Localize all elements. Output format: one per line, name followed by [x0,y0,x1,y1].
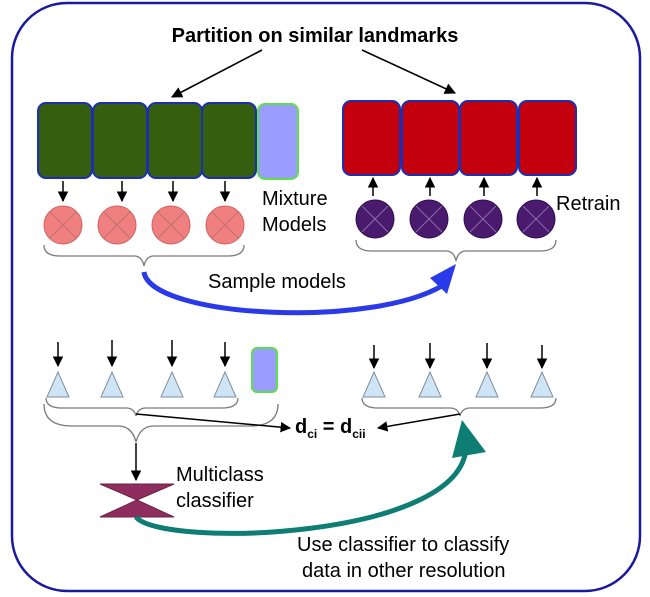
use-classifier-label-line1: Use classifier to classify [297,534,509,556]
lower-right-input-arrows [368,343,548,370]
sample-models-arrow [141,271,450,316]
lower-left-outer-brace [43,403,279,443]
hourglass-icon [99,483,175,518]
mixture-label-line2: Models [262,214,326,236]
use-classifier-arrowhead [452,420,486,458]
title: Partition on similar landmarks [172,25,459,47]
equation-left-sub: ci [307,427,317,441]
triangle-icon [100,370,124,398]
green-block [37,102,93,179]
equation-right-sub: cii [352,427,365,441]
green-block [92,102,148,179]
left-circle-brace [43,244,245,267]
lower-right-triangles [362,370,554,398]
retrain-label: Retrain [556,193,620,215]
equation-right: d [340,416,352,438]
title-arrow-right [361,49,457,94]
triangle-icon [213,370,237,398]
green-to-circle-arrows [57,181,231,203]
left-to-equation-arrow [135,413,292,433]
crossed-circle-icon [97,205,137,245]
triangle-icon [530,370,554,398]
sample-models-label: Sample models [208,271,346,293]
crossed-circle-icon [151,205,191,245]
green-block [147,102,203,179]
red-block [342,100,401,176]
triangle-icon [418,370,442,398]
equation-left: d [295,416,307,438]
use-classifier-label-line2: data in other resolution [302,560,505,582]
triangle-icon [362,370,386,398]
red-block [518,100,577,176]
crossed-circle-icon [463,199,503,239]
outer-frame [10,1,642,593]
lower-left-triangles [46,370,237,398]
red-blocks [342,100,577,176]
equation: dci = dcii [295,416,366,441]
mixture-block [257,103,299,180]
lower-right-triangle-brace [361,397,557,417]
crossed-circle-icon [516,199,556,239]
lower-left-triangle-brace [45,397,239,417]
crossed-circle-icon [355,199,395,239]
green-blocks [37,102,257,179]
right-to-equation-arrow [376,413,461,432]
crossed-circle-icon [205,205,245,245]
crossed-circle-icon [43,205,83,245]
mixture-label-line1: Mixture [262,188,328,210]
circle-to-red-arrows [367,176,543,196]
title-arrow-left [171,49,263,98]
crossed-circle-icon [409,199,449,239]
sample-models-arrowhead [430,264,456,294]
triangle-icon [46,370,70,398]
multiclass-label-line1: Multiclass [176,464,264,486]
multiclass-label-line2: classifier [176,490,254,512]
right-circle-brace [355,239,557,262]
pink-circles [43,205,245,245]
lower-left-input-arrows [52,340,231,368]
purple-circles [355,199,556,239]
lower-mixture-block [251,347,278,393]
use-classifier-arrow [134,447,469,536]
triangle-icon [160,370,184,398]
red-block [459,100,518,176]
equation-equals: = [317,416,340,438]
red-block [401,100,460,176]
green-block [201,102,257,179]
triangle-icon [475,370,499,398]
